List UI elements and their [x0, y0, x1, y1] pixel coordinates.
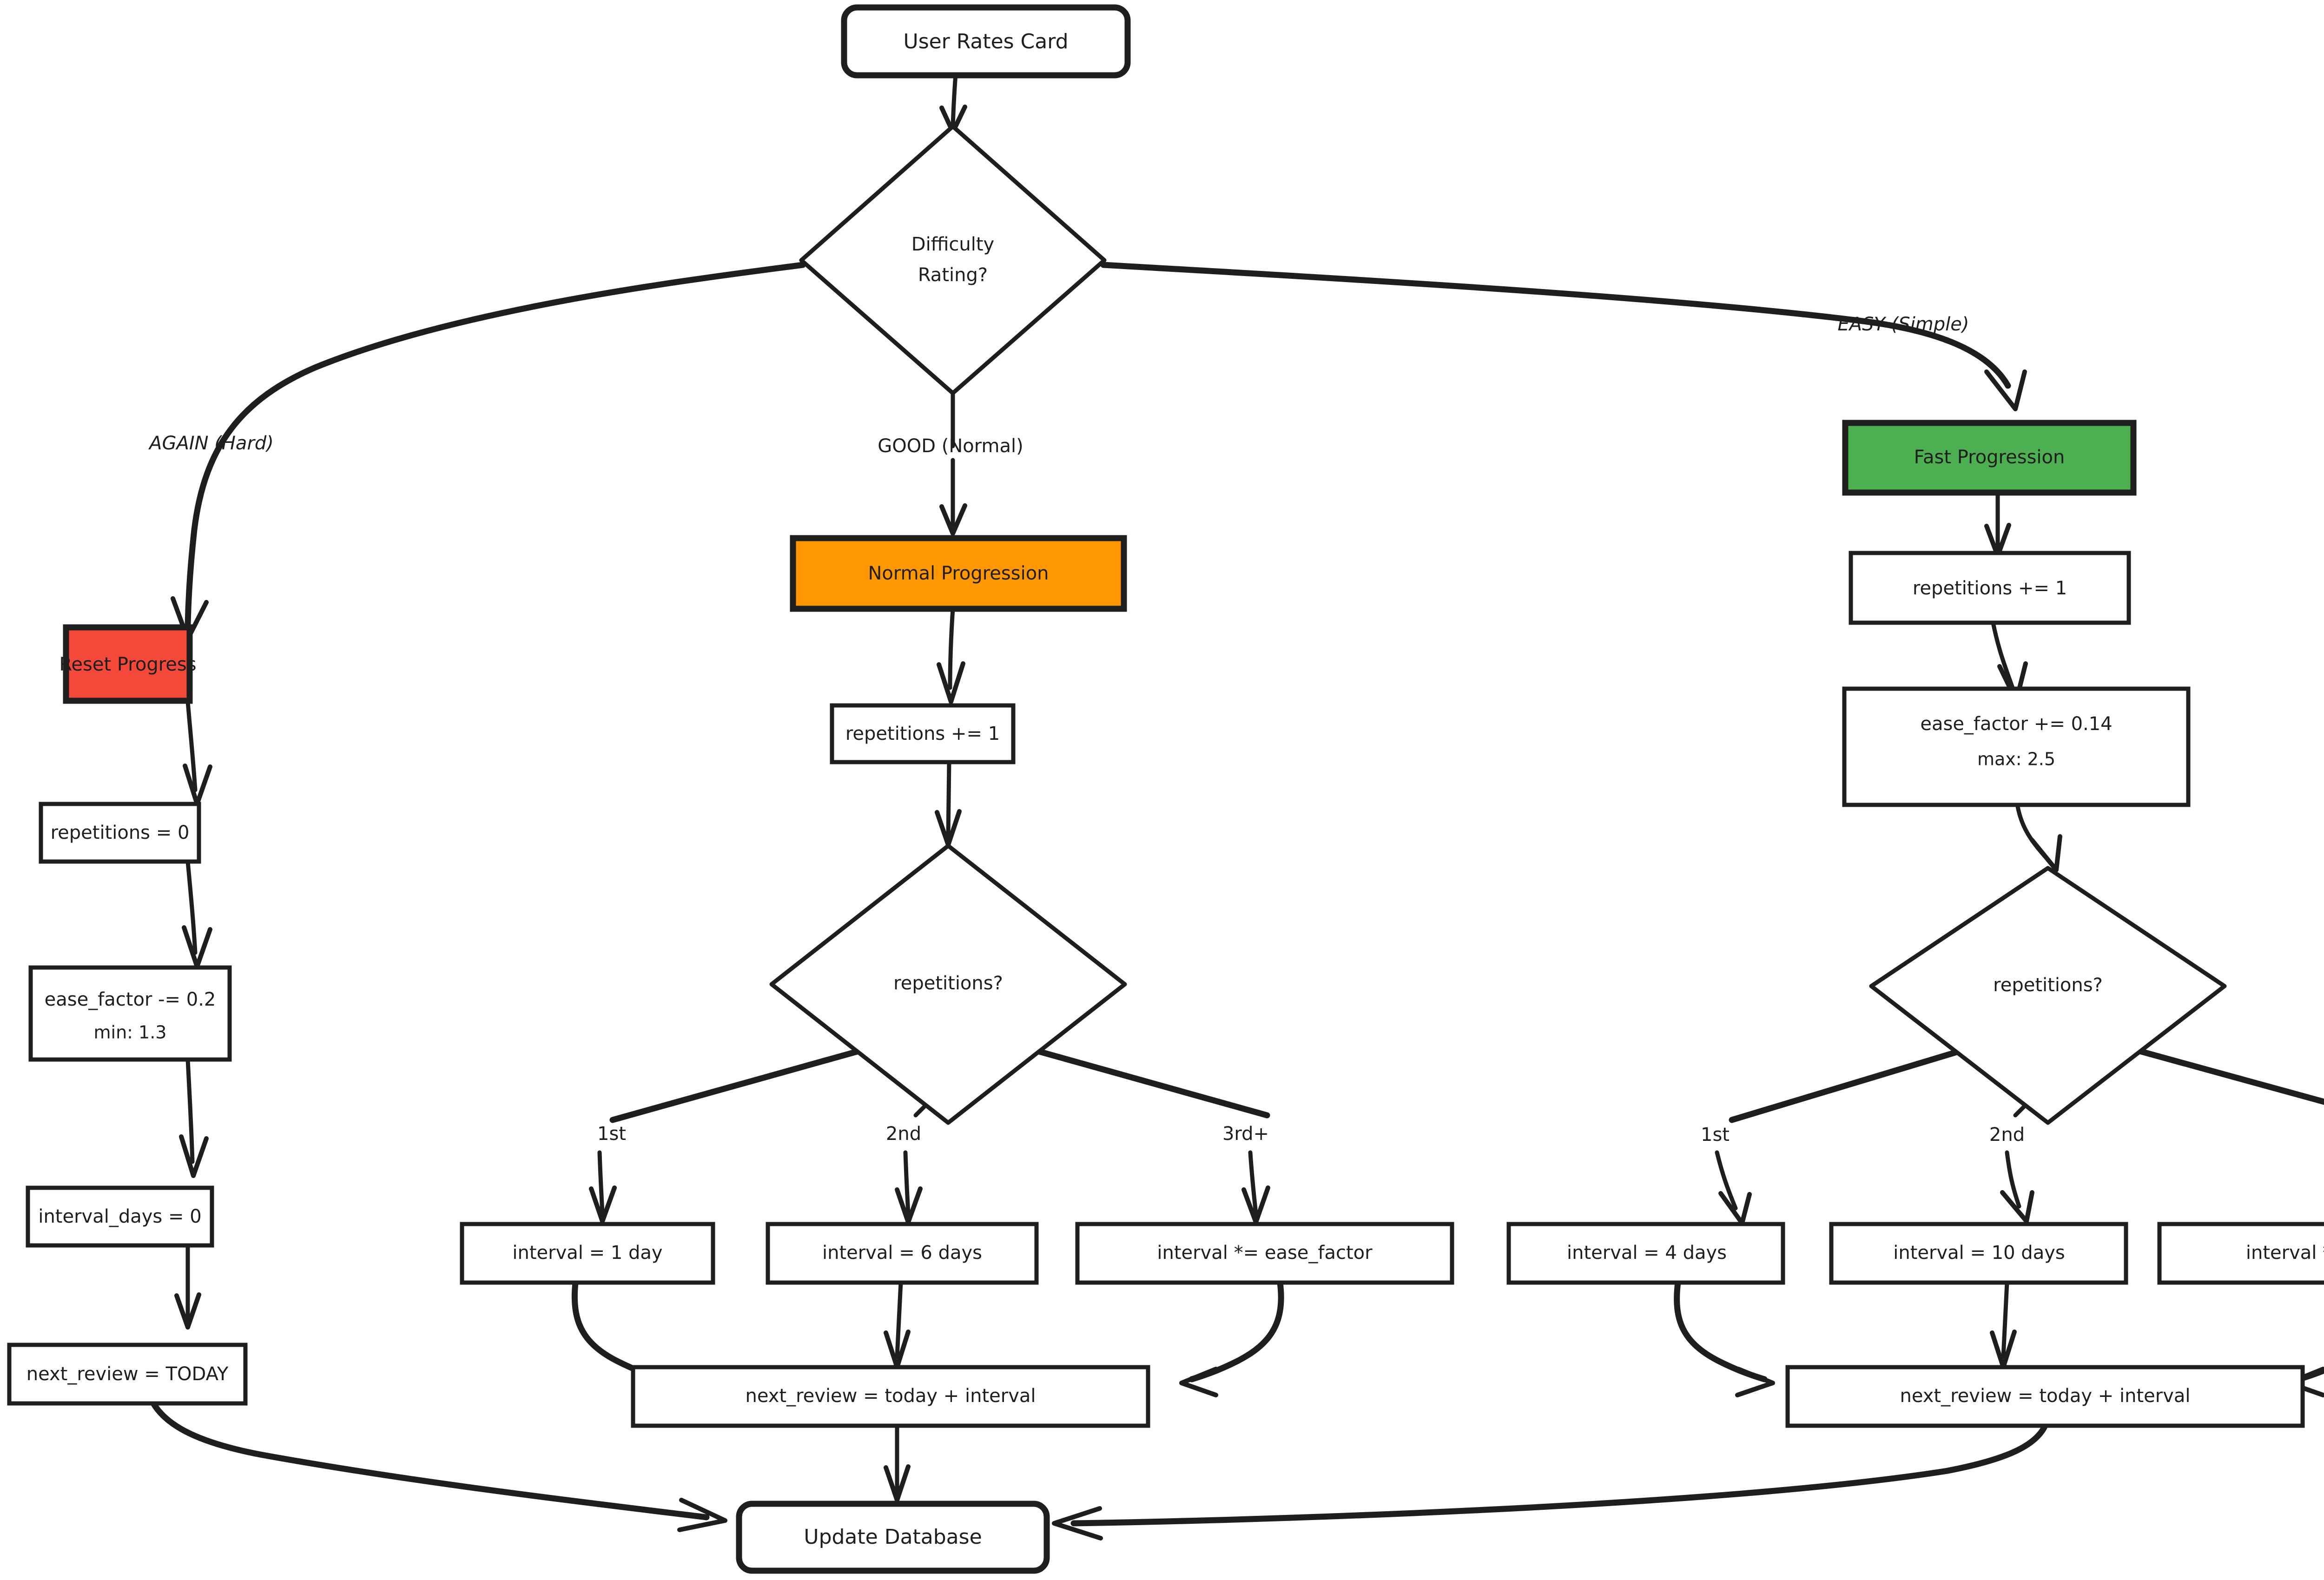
node-label-good-next-review: next_review = today + interval [745, 1385, 1036, 1407]
node-label-good-decision: repetitions? [893, 973, 1003, 994]
edge-start-to-difficulty [939, 72, 967, 134]
edge-normal-to-reps [937, 606, 965, 704]
edge-difficulty-good [939, 390, 967, 536]
node-label-easy-decision: repetitions? [1993, 974, 2103, 996]
node-easy-ease-factor[interactable]: ease_factor += 0.14 max: 2.5 [1842, 686, 2191, 807]
edge-label-good: GOOD (Normal) [878, 435, 1023, 457]
node-easy-decision[interactable]: repetitions? [1869, 866, 2227, 1125]
node-label-easy-i2: interval = 10 days [1893, 1242, 2065, 1264]
edge-label-good-1st: 1st [597, 1123, 626, 1145]
node-label-normal-progression: Normal Progression [868, 563, 1049, 584]
node-label-again-ease-line1: ease_factor -= 0.2 [45, 989, 216, 1010]
edge-label-easy: EASY (Simple) [1838, 314, 1969, 335]
edge-good-next-to-update [884, 1423, 911, 1502]
edge-fast-to-reps [1984, 490, 2011, 558]
node-label-easy-i1: interval = 4 days [1567, 1242, 1727, 1264]
node-label-again-ease-line2: min: 1.3 [94, 1022, 167, 1043]
edge-easy-3rd [2116, 1042, 2324, 1105]
edge-goodreps-to-decision [935, 760, 962, 847]
edge-easy-next-to-update [1052, 1422, 2048, 1540]
node-label-good-repetitions: repetitions += 1 [845, 723, 1000, 744]
node-label-easy-repetitions: repetitions += 1 [1913, 578, 2067, 599]
node-again-interval-days[interactable]: interval_days = 0 [26, 1185, 214, 1248]
node-reset-progress[interactable]: Reset Progress [59, 624, 197, 704]
edge-label-good-3rd: 3rd+ [1222, 1123, 1269, 1145]
edge-easyease-to-decision [2015, 802, 2062, 872]
edge-again-next-to-update [150, 1400, 727, 1532]
node-fast-progression[interactable]: Fast Progression [1842, 420, 2137, 496]
edge-ease-to-interval [179, 1057, 209, 1178]
node-label-reset-progress: Reset Progress [59, 654, 196, 675]
node-again-ease-factor[interactable]: ease_factor -= 0.2 min: 1.3 [28, 965, 232, 1062]
node-label-good-i2: interval = 6 days [822, 1242, 982, 1264]
node-update-database[interactable]: Update Database [736, 1501, 1050, 1574]
node-easy-repetitions[interactable]: repetitions += 1 [1849, 551, 2131, 625]
node-label-easy-i3: interval *= ease_factor * 1.3 [2246, 1242, 2324, 1264]
edge-label-good-2nd: 2nd [886, 1123, 921, 1145]
node-label-difficulty-line2: Rating? [918, 264, 988, 286]
node-label-again-interval: interval_days = 0 [38, 1206, 201, 1227]
node-good-interval-2[interactable]: interval = 6 days [766, 1222, 1039, 1285]
edge-label-easy-2nd: 2nd [1989, 1124, 2025, 1146]
edge-reps-to-ease [182, 859, 212, 969]
node-good-interval-1[interactable]: interval = 1 day [460, 1222, 715, 1285]
edge-interval-to-next [174, 1243, 201, 1330]
node-label-good-i1: interval = 1 day [512, 1242, 662, 1264]
node-again-next-review[interactable]: next_review = TODAY [7, 1343, 248, 1406]
edge-label-again: AGAIN (Hard) [148, 433, 274, 454]
edge-difficulty-easy [1100, 262, 2027, 411]
node-good-interval-3[interactable]: interval *= ease_factor [1075, 1222, 1454, 1285]
node-normal-progression[interactable]: Normal Progression [790, 535, 1127, 612]
node-label-easy-ease-line2: max: 2.5 [1977, 749, 2055, 770]
edge-good-i3-to-next [1179, 1279, 1284, 1397]
node-label-fast-progression: Fast Progression [1914, 447, 2065, 468]
node-easy-next-review[interactable]: next_review = today + interval [1785, 1365, 2305, 1428]
node-difficulty-rating[interactable]: Difficulty Rating? [799, 124, 1107, 395]
node-easy-interval-3[interactable]: interval *= ease_factor * 1.3 [2157, 1222, 2324, 1285]
node-label-again-repetitions: repetitions = 0 [51, 822, 190, 843]
edge-easy-i2-to-next [1990, 1280, 2017, 1369]
node-easy-interval-2[interactable]: interval = 10 days [1829, 1222, 2128, 1285]
node-good-decision[interactable]: repetitions? [769, 843, 1127, 1125]
node-label-update-database: Update Database [804, 1525, 982, 1549]
edge-easy-i1-to-next [1674, 1279, 1775, 1397]
node-label-easy-next-review: next_review = today + interval [1900, 1385, 2190, 1407]
node-label-good-i3: interval *= ease_factor [1157, 1242, 1373, 1264]
node-good-repetitions[interactable]: repetitions += 1 [830, 703, 1016, 764]
node-label-difficulty-line1: Difficulty [911, 234, 994, 255]
node-label-again-next-review: next_review = TODAY [26, 1363, 229, 1385]
node-label-user-rates-card: User Rates Card [903, 30, 1068, 53]
edge-easy-1st [1715, 1042, 1981, 1225]
node-easy-interval-1[interactable]: interval = 4 days [1506, 1222, 1785, 1285]
node-again-repetitions[interactable]: repetitions = 0 [39, 802, 201, 864]
node-good-next-review[interactable]: next_review = today + interval [631, 1365, 1150, 1428]
node-label-easy-ease-line1: ease_factor += 0.14 [1920, 713, 2112, 735]
edge-reset-to-reps [183, 699, 212, 806]
edge-good-i2-to-next [884, 1280, 911, 1369]
edge-good-1st [589, 1042, 882, 1224]
node-user-rates-card[interactable]: User Rates Card [841, 4, 1131, 79]
edge-label-easy-1st: 1st [1701, 1124, 1730, 1146]
